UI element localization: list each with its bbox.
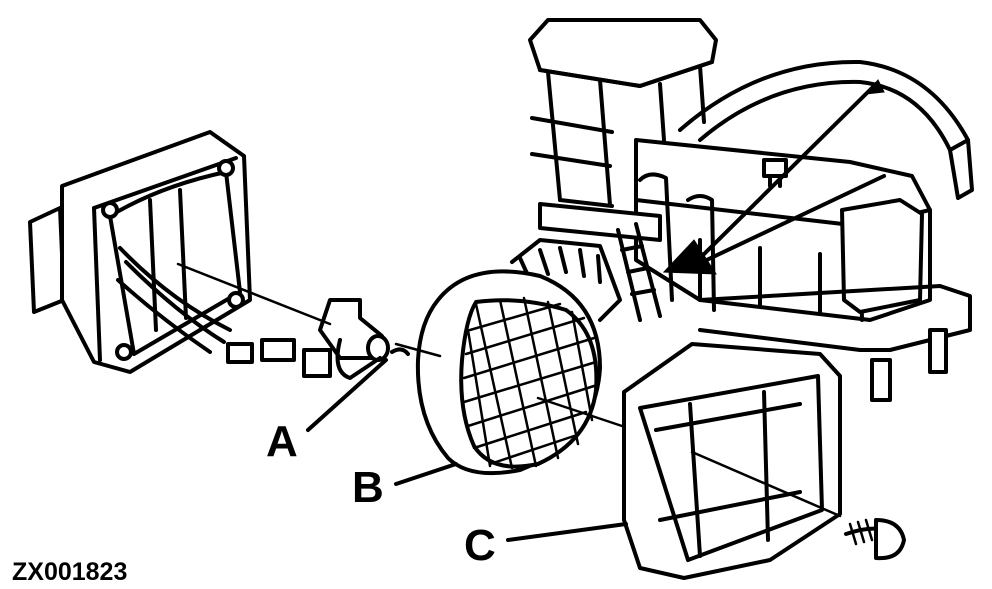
leader-c: [506, 522, 628, 542]
callout-label-a: A: [266, 417, 298, 466]
callout-label-b: B: [352, 463, 384, 512]
filter-cover: [622, 342, 906, 580]
callout-label-c: C: [464, 521, 496, 570]
tractor-illustration: [510, 18, 974, 402]
leader-lines: [306, 358, 628, 542]
figure-id: ZX001823: [12, 558, 127, 586]
restriction-indicator: [226, 298, 410, 380]
leader-a: [306, 358, 388, 432]
filter-mesh: [462, 296, 598, 470]
leader-b: [394, 462, 458, 486]
assembly-axis-line: [176, 262, 842, 518]
air-filter-element: [415, 269, 602, 476]
intake-housing: [28, 130, 252, 374]
